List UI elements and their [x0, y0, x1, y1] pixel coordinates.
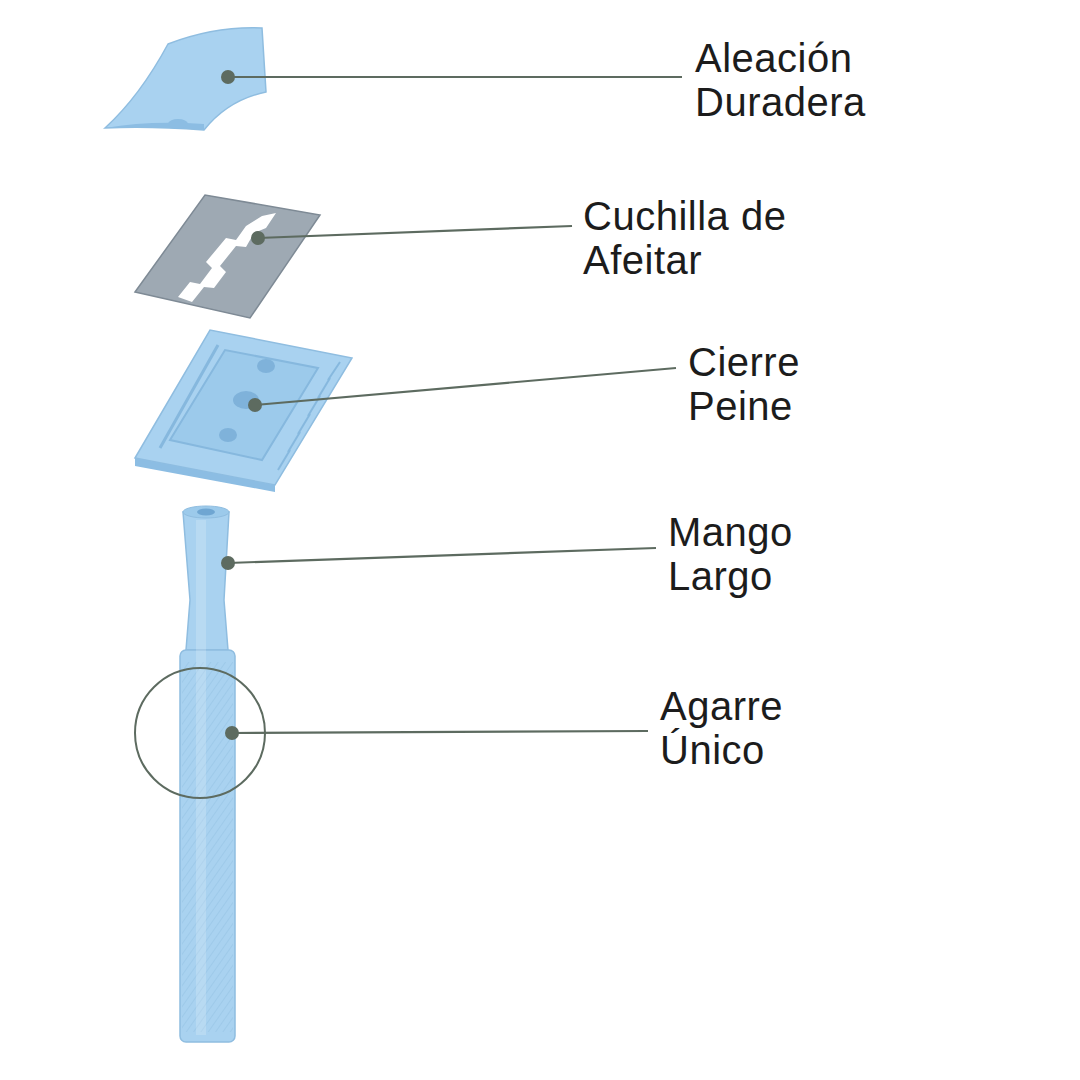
part-label: Cuchilla de Afeitar — [583, 194, 833, 282]
leader-lines — [228, 77, 682, 733]
part-label: Mango Largo — [668, 510, 883, 598]
part-label: Agarre Único — [660, 684, 890, 772]
part-label: Aleación Duradera — [695, 36, 910, 124]
comb-plate — [135, 330, 352, 492]
leader-dots — [221, 70, 265, 740]
part-label: Cierre Peine — [688, 340, 888, 428]
handle — [180, 506, 235, 1042]
top-cap — [105, 28, 266, 130]
razor-blade — [135, 195, 320, 318]
